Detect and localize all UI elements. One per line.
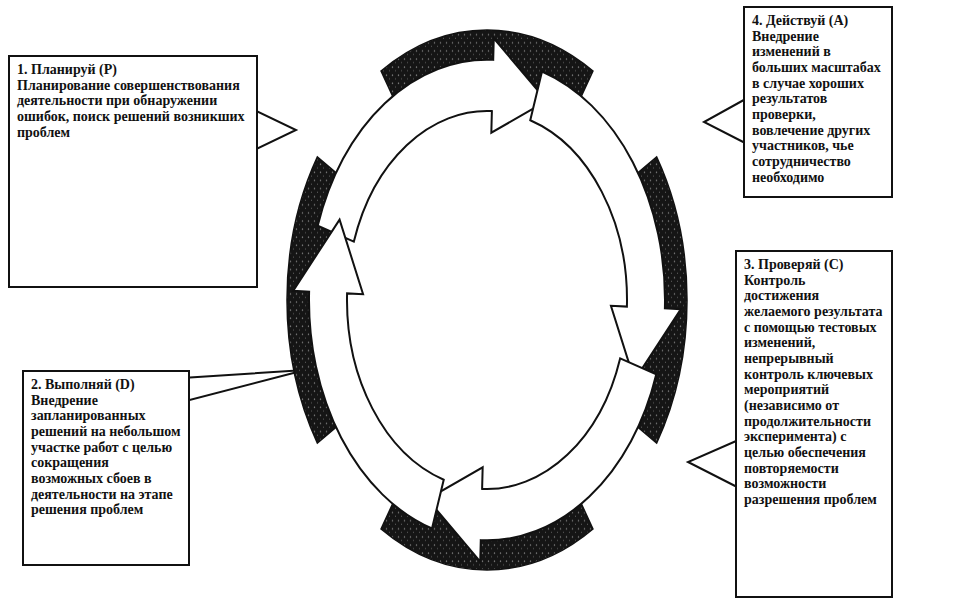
callout-tail bbox=[182, 370, 305, 402]
callout-box: 3. Проверяй (C)Контроль достижения желае… bbox=[735, 250, 893, 598]
callout-box: 4. Действуй (A)Внедрение изменений в бол… bbox=[743, 6, 893, 198]
stage-heading: 1. Планируй (P) bbox=[17, 62, 249, 78]
stage-description: Внедрение запланированных решений на неб… bbox=[31, 393, 181, 518]
stage-heading: 2. Выполняй (D) bbox=[31, 377, 181, 393]
stage-heading: 4. Действуй (A) bbox=[752, 13, 884, 29]
stage-description: Контроль достижения желаемого результата… bbox=[744, 273, 884, 508]
callout-box: 1. Планируй (P)Планирование совершенство… bbox=[8, 55, 258, 288]
cycle-arrow bbox=[293, 220, 444, 529]
cycle-arrow bbox=[427, 358, 656, 561]
stage-description: Внедрение изменений в больших масштабах … bbox=[752, 29, 884, 186]
stage-heading: 3. Проверяй (C) bbox=[744, 257, 884, 273]
cycle-arrow bbox=[318, 38, 547, 241]
cycle-arrow bbox=[530, 71, 681, 380]
stage-description: Планирование совершенствования деятельно… bbox=[17, 78, 249, 141]
callout-box: 2. Выполняй (D)Внедрение запланированных… bbox=[22, 370, 190, 566]
